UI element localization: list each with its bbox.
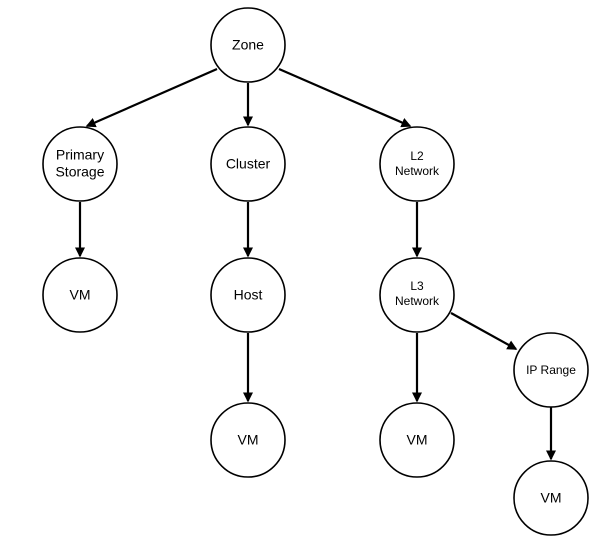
node-label-line2: Network <box>395 164 440 178</box>
node-l2-network: L2 Network <box>379 126 455 202</box>
edge-zone-to-l2-network <box>278 67 412 128</box>
node-primary-storage: Primary Storage <box>42 126 118 202</box>
node-label: VM <box>541 490 562 506</box>
node-vm-host: VM <box>210 402 286 478</box>
node-label-line2: Network <box>395 294 440 308</box>
node-host: Host <box>210 257 286 333</box>
node-label-line1: Primary <box>56 147 104 163</box>
node-label: IP Range <box>526 363 576 377</box>
node-vm-l3: VM <box>379 402 455 478</box>
node-cluster: Cluster <box>210 126 286 202</box>
node-label: Host <box>234 287 263 303</box>
node-label-line2: Storage <box>55 164 104 180</box>
node-label: VM <box>407 432 428 448</box>
node-label-line1: L3 <box>410 279 424 293</box>
node-ip-range: IP Range <box>513 332 589 408</box>
node-label: VM <box>70 287 91 303</box>
node-label-line1: L2 <box>410 149 424 163</box>
edges <box>75 67 556 461</box>
edge-l3-network-to-ip-range <box>450 312 518 350</box>
node-zone: Zone <box>210 7 286 83</box>
node-vm-storage: VM <box>42 257 118 333</box>
edge-zone-to-primary-storage <box>85 67 218 128</box>
node-label: Zone <box>232 37 264 53</box>
node-l3-network: L3 Network <box>379 257 455 333</box>
node-label: VM <box>238 432 259 448</box>
node-vm-ip-range: VM <box>513 460 589 536</box>
node-label: Cluster <box>226 156 271 172</box>
